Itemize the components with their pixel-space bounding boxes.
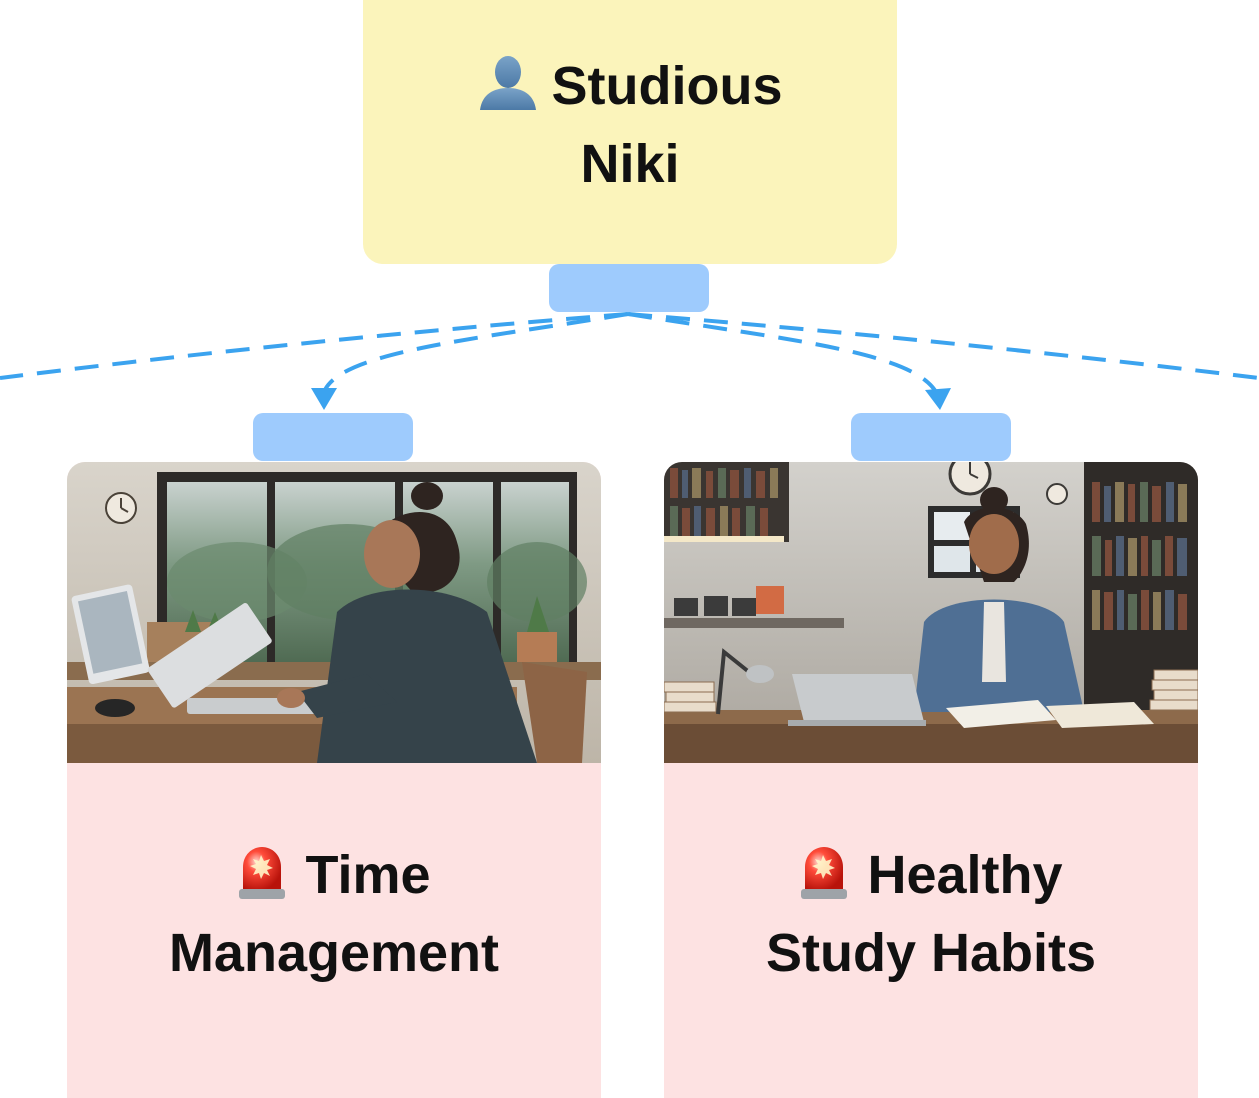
root-connector-tag[interactable]	[549, 264, 709, 312]
connector-to-healthy-study-habits	[627, 312, 938, 394]
time-management-title-line2: Management	[168, 923, 500, 983]
connector-to-offscreen-left	[0, 312, 629, 380]
root-node[interactable]: Studious Niki	[363, 0, 897, 264]
root-title: Studious Niki	[363, 50, 897, 200]
time-management-node[interactable]: Time Management	[67, 462, 601, 1098]
user-silhouette-icon	[478, 54, 538, 128]
healthy-study-habits-node[interactable]: Healthy Study Habits	[664, 462, 1198, 1098]
siren-icon	[237, 845, 287, 918]
healthy-study-habits-tag[interactable]	[851, 413, 1011, 461]
arrowhead-left	[311, 388, 337, 410]
time-management-tag[interactable]	[253, 413, 413, 461]
connector-to-offscreen-right	[627, 312, 1259, 380]
root-title-line2: Niki	[580, 134, 680, 194]
root-title-line1: Studious	[551, 56, 783, 116]
time-management-title: Time Management	[67, 840, 601, 988]
siren-icon	[799, 845, 849, 918]
person-studying-in-library-photo	[664, 462, 1198, 763]
healthy-study-habits-title-line1: Healthy	[867, 845, 1063, 905]
healthy-study-habits-title: Healthy Study Habits	[664, 840, 1198, 988]
arrowhead-right	[925, 388, 951, 410]
time-management-title-line1: Time	[305, 845, 431, 905]
connector-to-time-management	[322, 312, 629, 393]
healthy-study-habits-title-line2: Study Habits	[765, 923, 1097, 983]
person-working-at-laptop-by-window-photo	[67, 462, 601, 763]
